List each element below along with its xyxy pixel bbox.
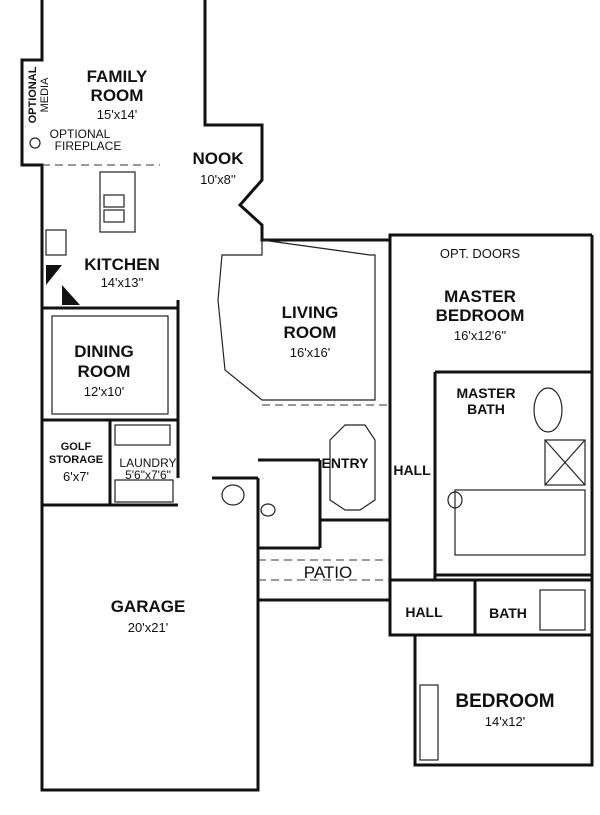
laundry-size: 5'6"x7'6" — [125, 468, 171, 482]
hall-lower-label: HALL — [405, 604, 443, 620]
exterior-walls — [20, 0, 594, 792]
nook-label: NOOK — [193, 149, 245, 168]
dining-room-label-2: ROOM — [78, 362, 131, 381]
golf-storage-label: GOLF — [61, 441, 92, 453]
master-bath-label-2: BATH — [467, 401, 505, 417]
bedroom-size: 14'x12' — [485, 714, 525, 729]
bath-label: BATH — [489, 605, 527, 621]
nook-size: 10'x8'' — [200, 172, 236, 187]
family-room-size: 15'x14' — [97, 107, 137, 122]
master-bath-label: MASTER — [456, 385, 515, 401]
fireplace-icon — [29, 137, 41, 149]
laundry-label: LAUNDRY — [119, 456, 176, 470]
optional-fireplace-label-2: FIREPLACE — [55, 139, 122, 153]
kitchen-size: 14'x13'' — [101, 275, 144, 290]
golf-storage-label-2: STORAGE — [49, 454, 103, 466]
bedroom-label: BEDROOM — [455, 691, 554, 712]
dining-room-label: DINING — [74, 342, 134, 361]
interior-walls — [42, 240, 592, 637]
golf-storage-size: 6'x7' — [63, 469, 89, 484]
optional-media-label-2: MEDIA — [39, 77, 51, 113]
living-room-size: 16'x16' — [290, 345, 330, 360]
dining-room-size: 12'x10' — [84, 384, 124, 399]
living-room-label: LIVING — [282, 303, 339, 322]
garage-label: GARAGE — [111, 597, 186, 616]
entry-label: ENTRY — [322, 455, 370, 471]
optional-fireplace-label: OPTIONAL — [50, 127, 111, 141]
patio-label: PATIO — [304, 563, 353, 582]
master-bedroom-label: MASTER — [444, 287, 516, 306]
kitchen-label: KITCHEN — [84, 255, 160, 274]
optional-media-label: OPTIONAL — [27, 66, 39, 123]
master-bedroom-label-2: BEDROOM — [436, 306, 525, 325]
family-room-label: FAMILY — [87, 67, 148, 86]
garage-size: 20'x21' — [128, 620, 168, 635]
hall-label: HALL — [393, 462, 431, 478]
master-bedroom-size: 16'x12'6" — [454, 328, 507, 343]
family-room-label-2: ROOM — [91, 86, 144, 105]
opt-doors-label: OPT. DOORS — [440, 246, 521, 261]
room-labels: FAMILY ROOM 15'x14' OPTIONAL MEDIA OPTIO… — [27, 66, 555, 729]
living-room-label-2: ROOM — [284, 323, 337, 342]
fixtures — [42, 164, 586, 761]
